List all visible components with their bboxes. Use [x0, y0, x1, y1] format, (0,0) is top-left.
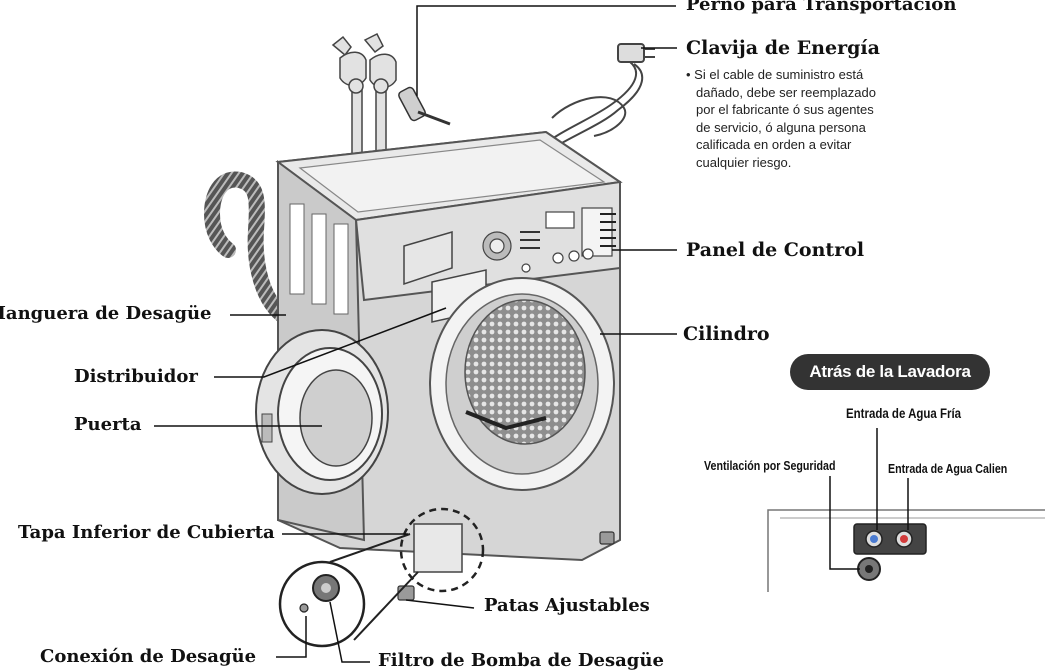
note-line: calificada en orden a evitar [696, 137, 852, 153]
drain-pump-filter-label: Filtro de Bomba de Desagüe [378, 650, 664, 671]
transport-bolt-part [398, 86, 451, 126]
lower-cover-cap-label: Tapa Inferior de Cubierta [18, 522, 275, 543]
filter-magnifier [278, 533, 419, 648]
drain-hose-label: Manguera de Desagüe [0, 303, 212, 324]
note-line: • Si el cable de suministro está [686, 67, 864, 82]
transport-bolt-label: Perno para Transportación [686, 0, 957, 15]
cold-inlet-label: Entrada de Agua Fría [846, 405, 962, 421]
back-view-title: Atrás de la Lavadora [790, 354, 990, 390]
water-taps [331, 32, 397, 169]
lower-cover-cap-part [399, 507, 485, 593]
drain-hose [203, 171, 294, 326]
dispenser-part [403, 231, 487, 323]
power-plug-label: Clavija de Energía [686, 37, 880, 59]
drum-label: Cilindro [683, 323, 770, 345]
control-panel-label: Panel de Control [686, 239, 865, 261]
door-part [255, 329, 389, 495]
power-cord-note: • Si el cable de suministro está dañado,… [686, 66, 966, 172]
back-view-inset [767, 509, 1045, 592]
power-cord [533, 43, 655, 157]
safety-vent-label: Ventilación por Seguridad [704, 458, 836, 473]
drum-part [429, 277, 615, 491]
drain-connection-label: Conexión de Desagüe [40, 646, 257, 667]
note-line: por el fabricante ó sus agentes [696, 102, 874, 118]
leader-lines [154, 5, 909, 663]
door-label: Puerta [74, 414, 142, 435]
control-panel-part [482, 207, 616, 273]
dispenser-label: Distribuidor [74, 366, 198, 387]
note-line: cualquier riesgo. [696, 154, 792, 170]
adjustable-feet-label: Patas Ajustables [484, 595, 650, 616]
note-line: dañado, debe ser reemplazado [696, 84, 876, 100]
note-line: de servicio, ó alguna persona [696, 119, 866, 135]
hot-inlet-label: Entrada de Agua Calien [888, 461, 1008, 476]
